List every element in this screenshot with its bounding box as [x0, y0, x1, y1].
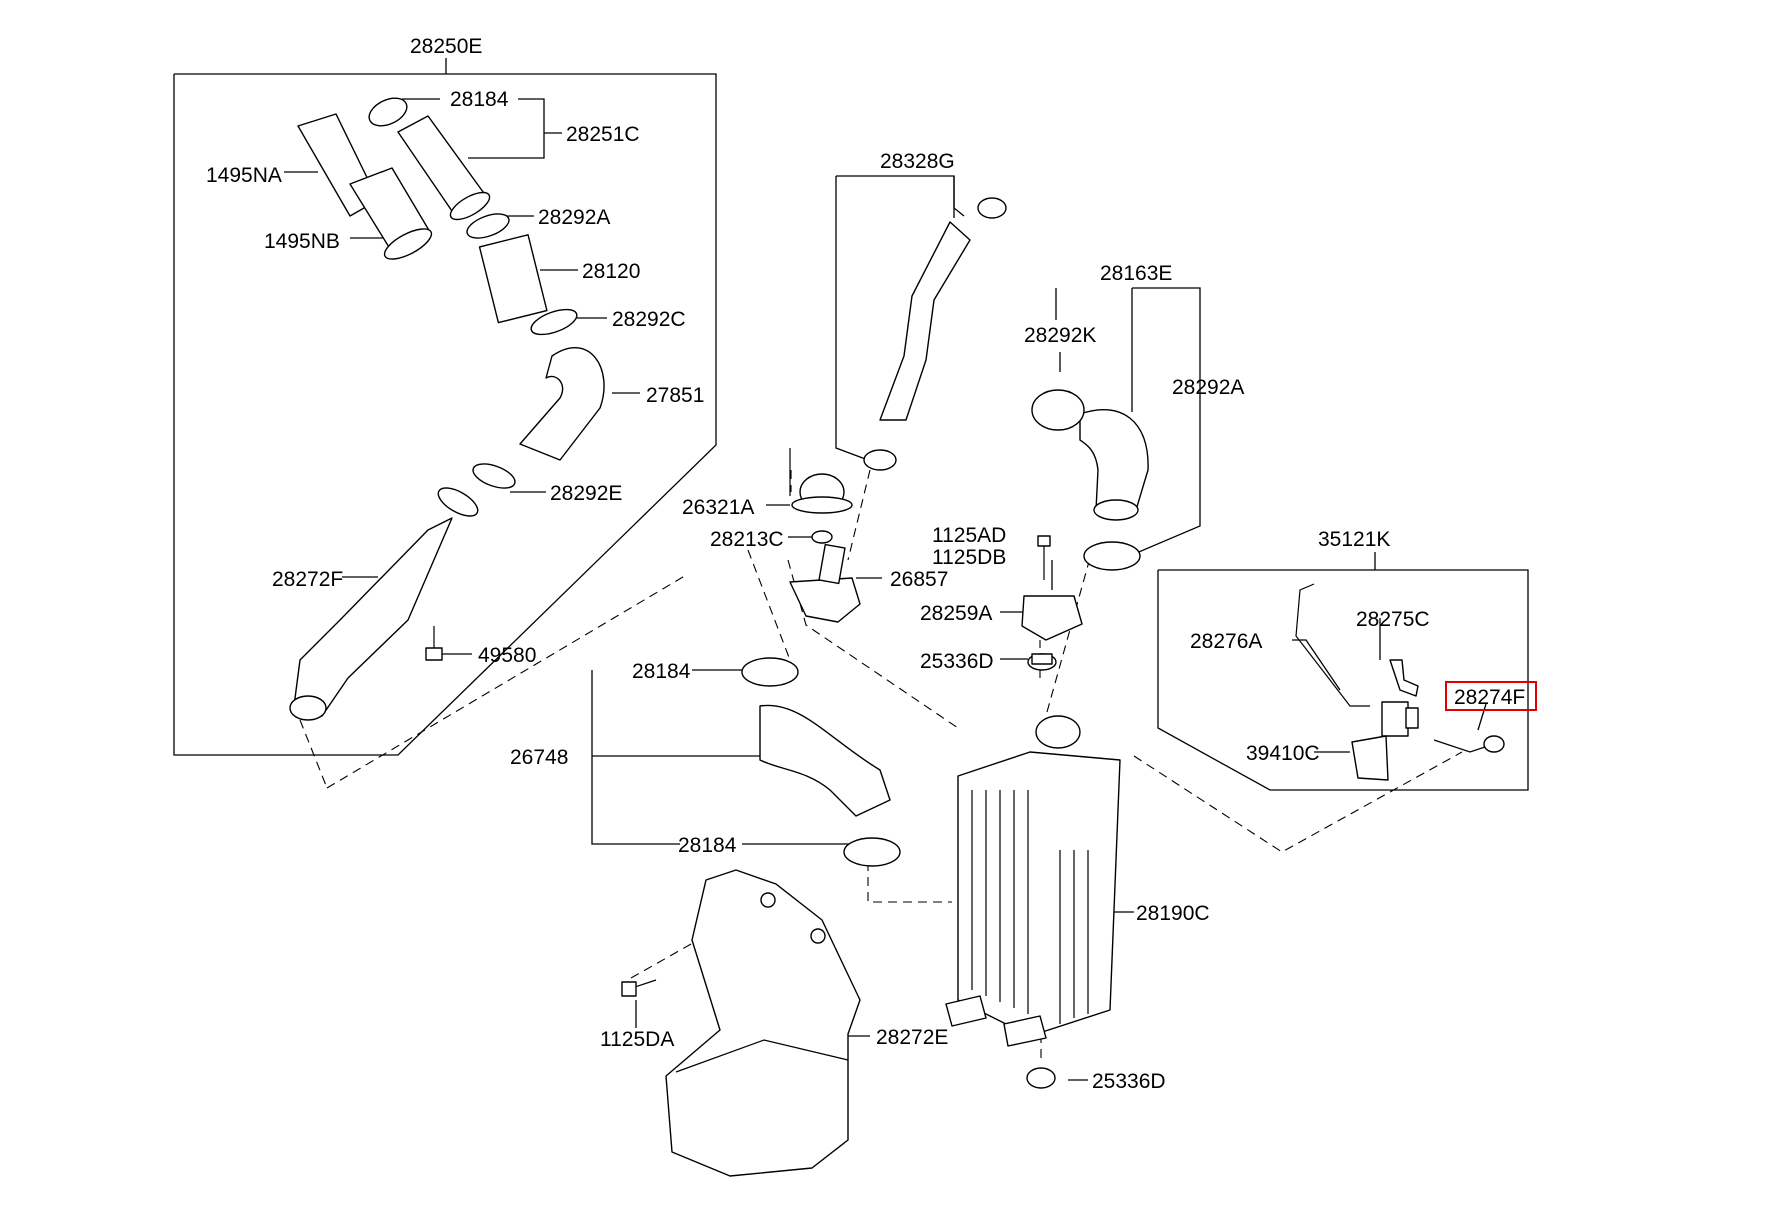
label-1495NA: 1495NA — [206, 164, 282, 187]
label-26748: 26748 — [510, 746, 568, 769]
part-gasket-28213C — [811, 530, 833, 544]
part-clamp-28292A-left — [466, 213, 510, 239]
group-box-35121K — [1157, 569, 1529, 791]
label-26857: 26857 — [890, 568, 948, 591]
label-28292E: 28292E — [550, 482, 622, 505]
part-bolt-49580 — [425, 626, 443, 661]
leader-lines — [284, 98, 1487, 1081]
label-25336D-top: 25336D — [920, 650, 994, 673]
part-solenoid-39410C — [1351, 701, 1419, 781]
label-28184-mid: 28184 — [632, 660, 691, 683]
highlight-box-28274F — [1445, 681, 1537, 711]
label-39410C: 39410C — [1246, 742, 1320, 765]
label-28184-top: 28184 — [450, 88, 509, 111]
label-28251C: 28251C — [566, 123, 640, 146]
part-hose-28276A — [1295, 583, 1370, 707]
part-bolt-1125DA — [621, 979, 657, 997]
label-27851: 27851 — [646, 384, 704, 407]
part-hose-27851 — [519, 347, 605, 461]
part-pipe-28272F — [289, 517, 453, 721]
part-clamp-28292C — [530, 308, 578, 336]
part-clamp-28292A-right — [1083, 541, 1141, 571]
part-hose-28328G — [863, 197, 1007, 471]
part-duct-28272E — [665, 869, 861, 1177]
part-valve-26321A — [789, 448, 853, 514]
part-hose-28163E — [1079, 409, 1149, 521]
label-25336D-bottom: 25336D — [1092, 1070, 1166, 1093]
label-28259A: 28259A — [920, 602, 992, 625]
label-28250E: 28250E — [410, 35, 482, 58]
part-grommet-25336D-bottom — [1026, 1067, 1056, 1089]
label-28190C: 28190C — [1136, 902, 1210, 925]
label-35121K: 35121K — [1318, 528, 1390, 551]
part-hose-28274F — [1433, 735, 1505, 753]
label-28275C: 28275C — [1356, 608, 1430, 631]
label-1495NB: 1495NB — [264, 230, 340, 253]
label-1125AD: 1125AD — [932, 524, 1006, 547]
part-clamp-28184-low — [843, 837, 901, 867]
label-28292A-right: 28292A — [1172, 376, 1244, 399]
label-28292A-left: 28292A — [538, 206, 610, 229]
label-28272E: 28272E — [876, 1026, 948, 1049]
label-28292K: 28292K — [1024, 324, 1096, 347]
part-clamp-28184-top — [368, 97, 408, 127]
part-hose-26748 — [759, 704, 891, 817]
label-1125DA: 1125DA — [600, 1028, 674, 1051]
label-49580: 49580 — [478, 644, 536, 667]
label-28120: 28120 — [582, 260, 640, 283]
label-28272F: 28272F — [272, 568, 343, 591]
dash-lines — [326, 573, 689, 789]
label-1125DB: 1125DB — [932, 546, 1006, 569]
dash-line-8 — [867, 862, 952, 903]
label-28274F[interactable]: 28274F — [1454, 686, 1525, 709]
dash-line-3 — [747, 549, 791, 661]
part-bracket-28259A — [1021, 595, 1083, 641]
part-clamp-28292E — [437, 463, 516, 517]
label-26321A: 26321A — [682, 496, 754, 519]
part-hose-28251C — [397, 115, 491, 221]
dash-line-2 — [299, 719, 328, 789]
part-intercooler-28190C — [945, 715, 1121, 1047]
label-28276A: 28276A — [1190, 630, 1262, 653]
part-bolt-1125AD — [1037, 535, 1051, 580]
part-air-intake-hose — [297, 113, 433, 260]
part-turbo-pipe-28120 — [478, 234, 548, 324]
group-box-28250E — [173, 73, 717, 756]
part-housing-26857 — [789, 543, 861, 623]
dash-line-6 — [1046, 557, 1091, 713]
label-28184-low: 28184 — [678, 834, 737, 857]
part-grommet-25336D-top — [1027, 653, 1057, 671]
part-clamp-28292K — [1031, 389, 1085, 431]
label-28328G: 28328G — [880, 150, 955, 173]
label-28292C: 28292C — [612, 308, 686, 331]
label-28213C: 28213C — [710, 528, 784, 551]
dash-line-5 — [1133, 751, 1463, 853]
dash-line-12 — [847, 469, 871, 561]
part-connector-28275C — [1389, 659, 1419, 697]
label-28163E: 28163E — [1100, 262, 1172, 285]
part-clamp-28184-mid — [741, 657, 799, 687]
